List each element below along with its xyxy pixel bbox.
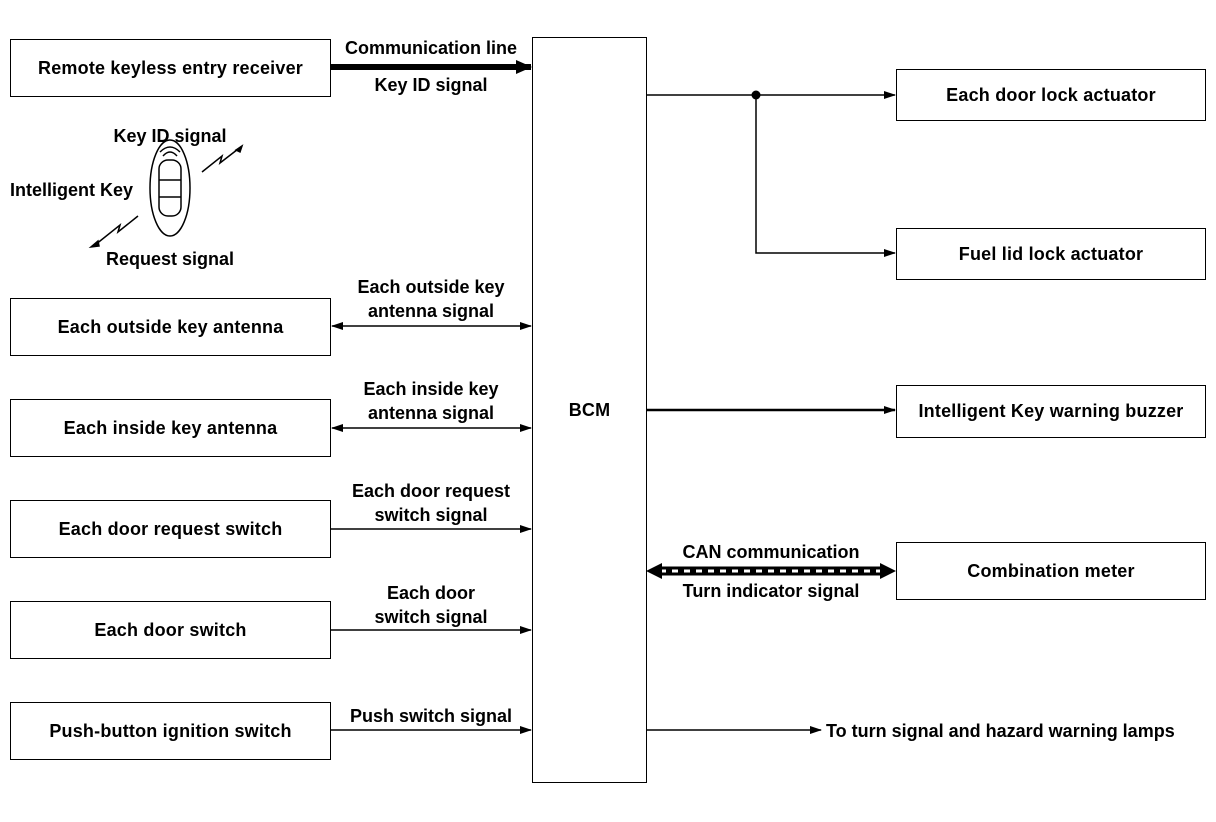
push-switch-signal-label: Push switch signal [349,706,513,726]
remote-keyless-receiver-box: Remote keyless entry receiver [10,39,331,97]
door-lock-actuator-label: Each door lock actuator [946,84,1156,105]
outside-key-antenna-box: Each outside key antenna [10,298,331,356]
key-id-signal-label: Key ID signal [374,75,488,95]
ignition-switch-label: Push-button ignition switch [49,720,292,741]
request-signal-label: Request signal [105,249,235,269]
remote-keyless-receiver-label: Remote keyless entry receiver [38,57,303,78]
bcm-block: BCM [532,37,647,783]
door-switch-signal-line2: switch signal [374,607,488,627]
turn-indicator-signal-label: Turn indicator signal [682,581,860,601]
intelligent-key-label: Intelligent Key [10,180,134,200]
door-switch-label: Each door switch [94,619,247,640]
key-id-bolt-icon [201,144,244,173]
ignition-switch-box: Push-button ignition switch [10,702,331,760]
inside-key-antenna-box: Each inside key antenna [10,399,331,457]
door-request-switch-label: Each door request switch [58,518,283,539]
outside-key-antenna-label: Each outside key antenna [57,316,284,337]
fuel-lid-actuator-box: Fuel lid lock actuator [896,228,1206,280]
inside-key-antenna-label: Each inside key antenna [63,417,278,438]
key-fob-key-id-label: Key ID signal [113,126,227,146]
door-request-signal-line2: switch signal [374,505,488,525]
outside-antenna-signal-line2: antenna signal [367,301,495,321]
request-bolt-icon [88,215,139,249]
door-switch-box: Each door switch [10,601,331,659]
can-communication-label: CAN communication [682,542,860,562]
outside-antenna-signal-line1: Each outside key [357,277,505,297]
warning-buzzer-label: Intelligent Key warning buzzer [918,401,1184,421]
fuel-lid-wire [755,95,896,257]
communication-line-label: Communication line [344,38,517,58]
bcm-label: BCM [568,399,611,420]
turn-signal-lamps-label: To turn signal and hazard warning lamps [826,721,1175,741]
can-arrow-right [880,563,896,579]
combination-meter-box: Combination meter [896,542,1206,600]
can-arrow-left [646,563,662,579]
door-request-switch-box: Each door request switch [10,500,331,558]
combination-meter-label: Combination meter [967,560,1135,581]
warning-buzzer-box: Intelligent Key warning buzzer [896,385,1206,438]
door-lock-actuator-box: Each door lock actuator [896,69,1206,121]
door-switch-signal-line1: Each door [386,583,475,603]
inside-antenna-signal-line2: antenna signal [367,403,495,423]
door-request-signal-line1: Each door request [351,481,511,501]
intelligent-key-icon [149,139,191,237]
inside-antenna-signal-line1: Each inside key [363,379,499,399]
fuel-lid-actuator-label: Fuel lid lock actuator [958,243,1144,264]
